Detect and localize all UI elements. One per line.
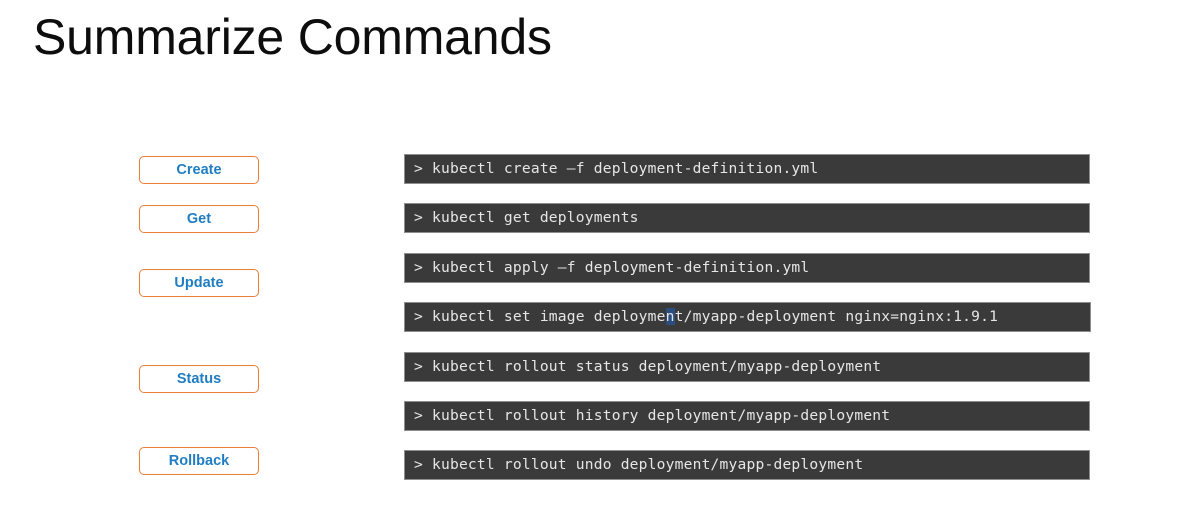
command-group-button-create[interactable]: Create [139, 156, 259, 184]
command-prompt-symbol: > [414, 159, 432, 177]
page-title: Summarize Commands [33, 9, 552, 65]
command-group-button-status[interactable]: Status [139, 365, 259, 393]
command-bar[interactable]: > kubectl set image deployment/myapp-dep… [404, 302, 1091, 332]
command-group-button-label: Create [176, 161, 222, 178]
command-text-segment: kubectl create –f deployment-definition.… [431, 159, 819, 177]
command-bar[interactable]: > kubectl rollout undo deployment/myapp-… [404, 450, 1090, 480]
command-text: > kubectl apply –f deployment-definition… [405, 258, 810, 276]
command-text: > kubectl rollout history deployment/mya… [405, 406, 891, 424]
command-group-button-rollback[interactable]: Rollback [139, 447, 259, 475]
command-text-segment: kubectl rollout status deployment/myapp-… [431, 357, 882, 375]
command-text: > kubectl get deployments [405, 208, 639, 226]
command-text: > kubectl create –f deployment-definitio… [405, 159, 819, 177]
command-text-segment: kubectl set image deployme [431, 307, 666, 325]
command-group-button-update[interactable]: Update [139, 269, 259, 297]
command-bar[interactable]: > kubectl rollout status deployment/myap… [404, 352, 1090, 382]
command-text-segment: kubectl get deployments [431, 208, 639, 226]
command-bar[interactable]: > kubectl rollout history deployment/mya… [404, 401, 1090, 431]
command-group-button-label: Status [176, 370, 222, 387]
command-prompt-symbol: > [414, 307, 432, 325]
command-prompt-symbol: > [414, 406, 432, 424]
command-prompt-symbol: > [414, 455, 432, 473]
command-text-segment: kubectl apply –f deployment-definition.y… [431, 258, 810, 276]
command-text-selection-highlight: n [665, 307, 675, 325]
command-text: > kubectl rollout status deployment/myap… [405, 357, 882, 375]
command-text-segment: kubectl rollout history deployment/myapp… [431, 406, 891, 424]
command-prompt-symbol: > [414, 258, 432, 276]
command-group-button-get[interactable]: Get [139, 205, 259, 233]
command-bar[interactable]: > kubectl get deployments [404, 203, 1090, 233]
command-bar[interactable]: > kubectl create –f deployment-definitio… [404, 154, 1090, 184]
command-text-segment: t/myapp-deployment nginx=nginx:1.9.1 [674, 307, 999, 325]
command-prompt-symbol: > [414, 208, 432, 226]
command-prompt-symbol: > [414, 357, 432, 375]
command-group-button-label: Get [186, 210, 212, 227]
command-group-button-label: Rollback [168, 452, 230, 469]
command-bar[interactable]: > kubectl apply –f deployment-definition… [404, 253, 1090, 283]
command-group-button-label: Update [174, 274, 224, 291]
command-text: > kubectl rollout undo deployment/myapp-… [405, 455, 864, 473]
command-text: > kubectl set image deployment/myapp-dep… [405, 307, 999, 325]
command-text-segment: kubectl rollout undo deployment/myapp-de… [431, 455, 864, 473]
